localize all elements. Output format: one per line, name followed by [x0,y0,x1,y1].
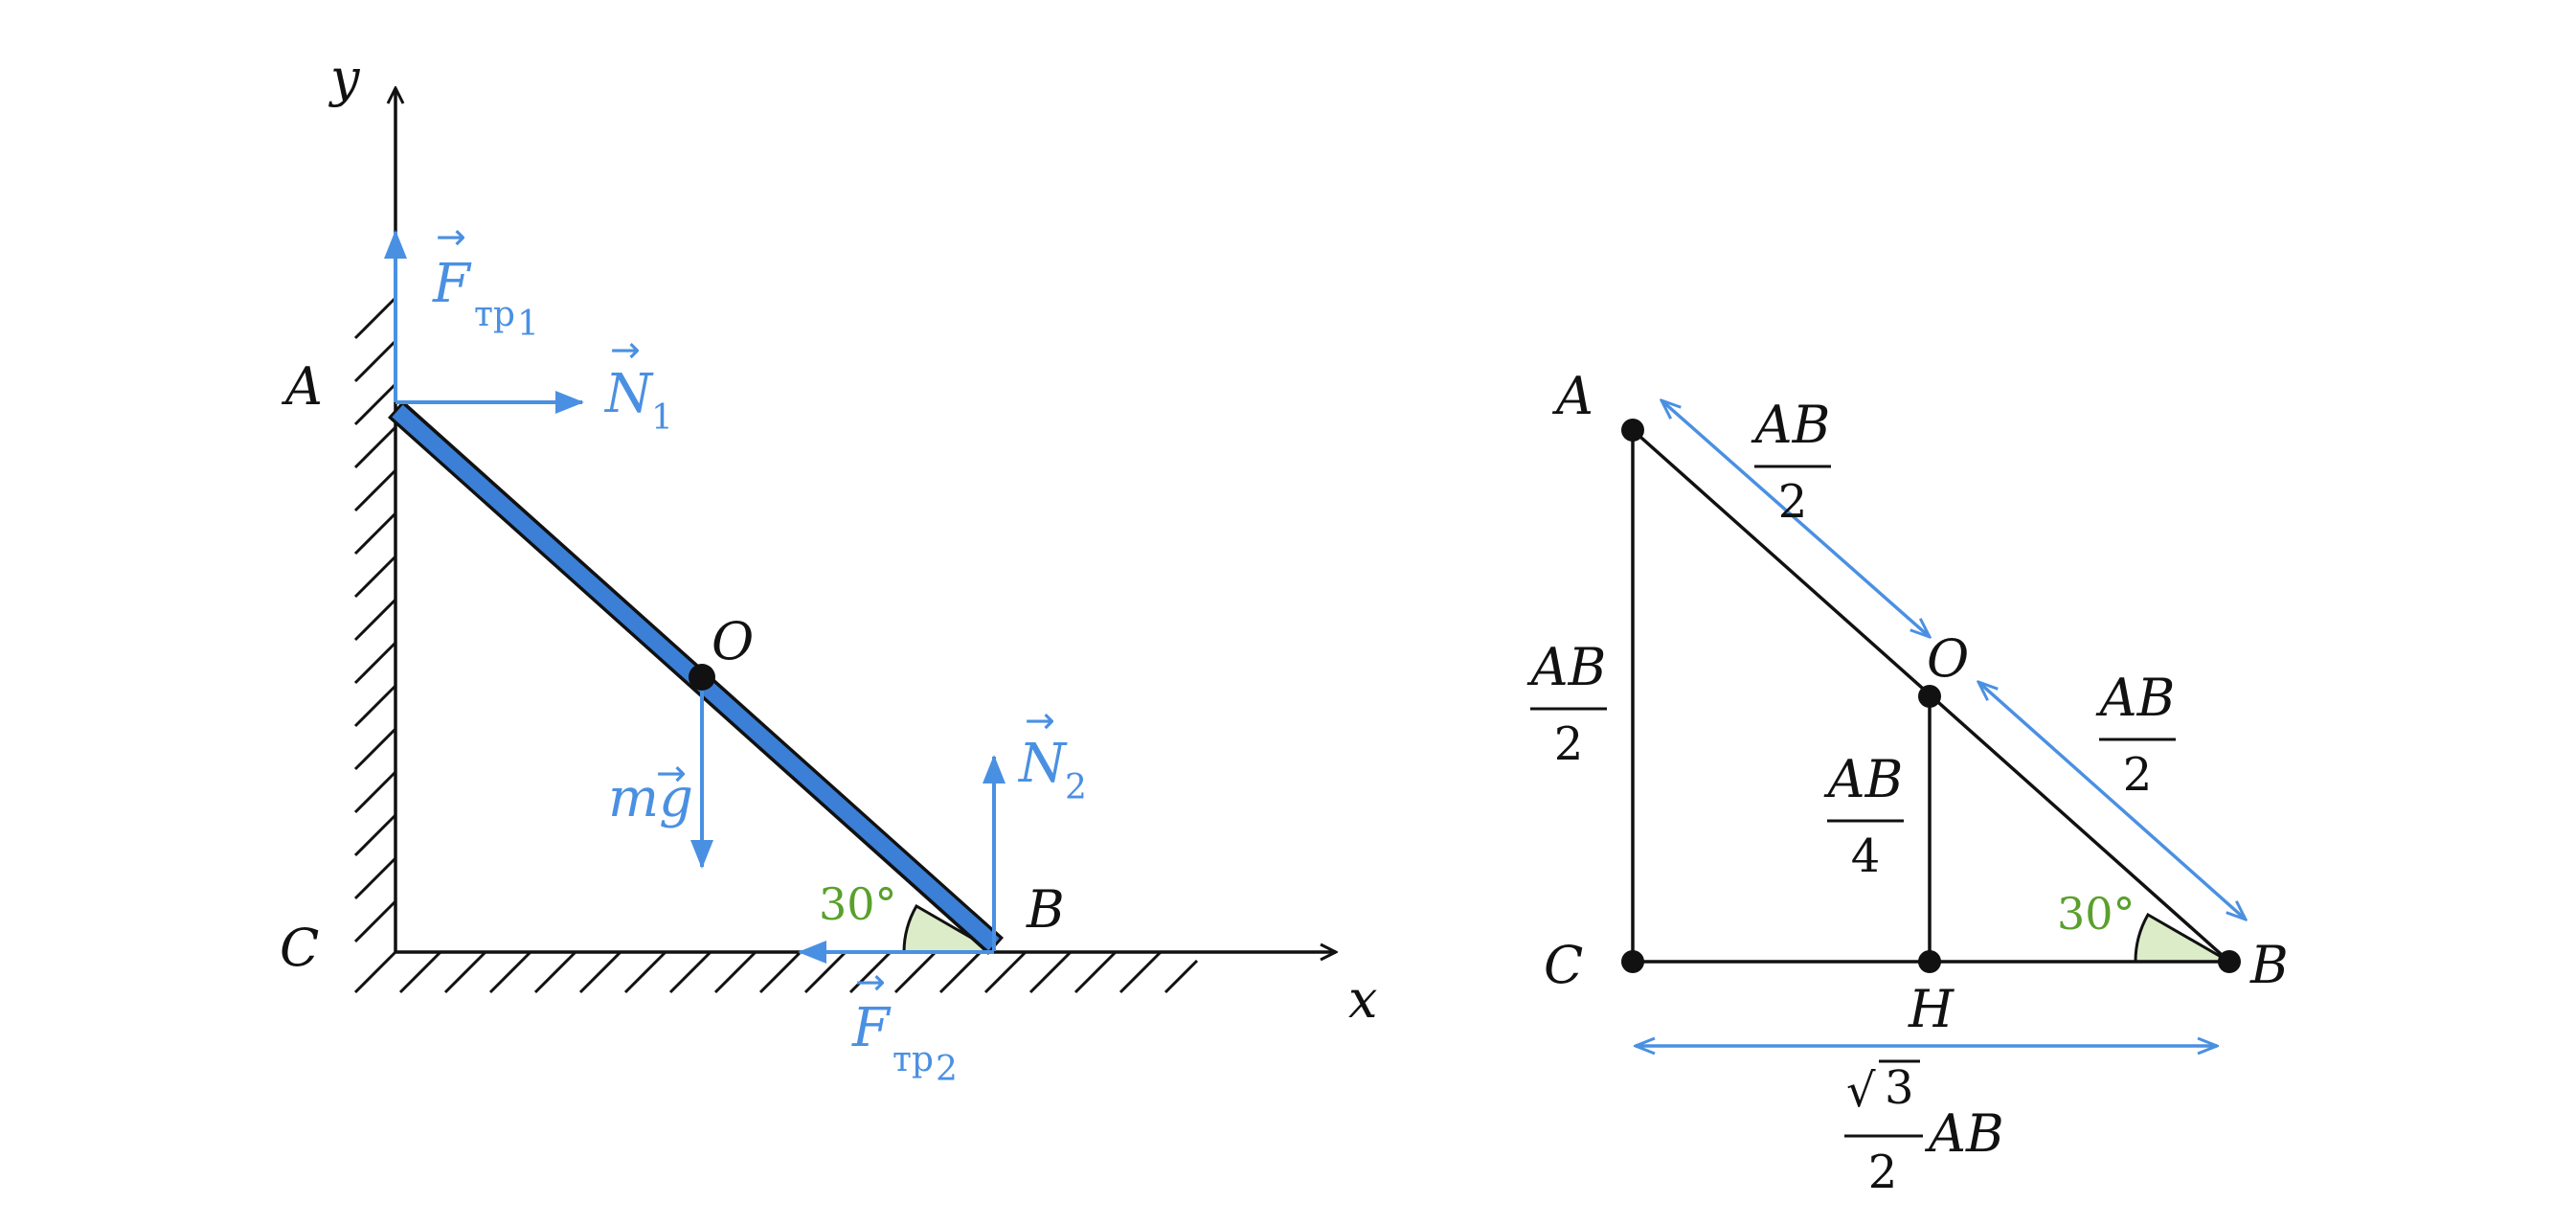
svg-text:1: 1 [651,398,673,438]
svg-text:4: 4 [1851,829,1881,883]
svg-text:→: → [436,216,466,258]
label-c: C [280,918,319,978]
point-a-right [1621,419,1644,442]
fraction-ob: AB 2 [2095,668,2176,802]
label-a-right: A [1551,366,1593,426]
center-point-o [689,664,715,691]
svg-text:AB: AB [1924,1103,2004,1164]
right-diagram: A C B O H 30° AB 2 AB 2 AB 2 AB 4 [1526,366,2289,1199]
svg-text:2: 2 [1554,717,1584,771]
fraction-ao: AB 2 [1751,395,1831,529]
dim-arrow-ao [1661,400,1930,637]
label-angle: 30° [819,878,897,930]
svg-text:2: 2 [1778,475,1808,529]
floor-hatching [353,950,1199,994]
label-a: A [281,356,323,417]
label-normal-1: → N 1 [603,329,673,438]
svg-text:3: 3 [1885,1061,1914,1115]
svg-text:тр: тр [474,295,515,334]
svg-text:тр: тр [893,1040,934,1079]
svg-text:→: → [1025,699,1055,741]
svg-text:F: F [851,997,892,1059]
svg-text:→: → [656,752,687,794]
svg-text:F: F [432,253,472,315]
svg-text:2: 2 [1868,1146,1898,1199]
label-friction-1: → F тр 1 [432,216,539,344]
svg-text:√: √ [1846,1064,1876,1118]
wall-hatching [353,296,397,943]
svg-text:AB: AB [1751,395,1831,455]
svg-text:N: N [1017,733,1068,795]
label-b: B [1026,879,1065,940]
svg-text:mg: mg [608,767,693,829]
svg-text:AB: AB [1526,637,1607,697]
svg-text:2: 2 [936,1050,958,1089]
svg-text:→: → [855,961,886,1003]
svg-text:AB: AB [2095,668,2176,728]
svg-text:1: 1 [517,305,539,344]
label-normal-2: → N 2 [1017,699,1087,807]
label-c-right: C [1544,935,1583,995]
label-x-axis: x [1348,969,1377,1030]
point-h-right [1918,950,1941,973]
fraction-oh: AB 4 [1823,749,1904,883]
svg-text:2: 2 [1065,768,1087,807]
dim-arrow-ob [1978,682,2246,920]
svg-text:→: → [610,329,641,371]
point-c-right [1621,950,1644,973]
fraction-ac: AB 2 [1526,637,1607,771]
point-o-right [1918,685,1941,708]
fraction-cb: √ 3 2 AB [1844,1059,2004,1199]
svg-text:AB: AB [1823,749,1904,809]
label-angle-right: 30° [2057,888,2135,940]
label-h-right: H [1908,979,1955,1039]
left-diagram: y x A C B O 30° → F тр 1 → N 1 → mg → N … [280,48,1377,1089]
label-y-axis: y [328,48,361,108]
label-o: O [712,611,754,671]
point-b-right [2218,950,2241,973]
label-gravity: → mg [608,752,693,829]
label-b-right: B [2249,935,2289,995]
svg-text:2: 2 [2123,748,2153,802]
svg-text:N: N [603,363,654,425]
label-friction-2: → F тр 2 [851,961,958,1089]
label-o-right: O [1927,628,1969,689]
